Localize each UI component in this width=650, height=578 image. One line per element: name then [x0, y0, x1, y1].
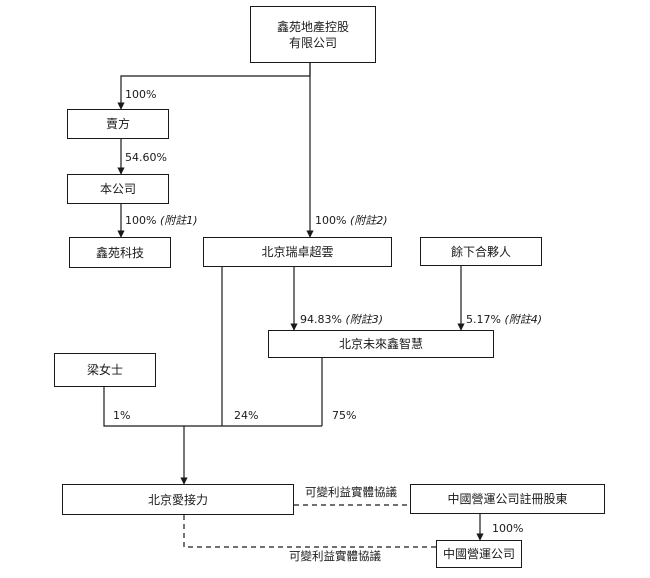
note: (附註2) — [349, 214, 388, 227]
entity-prc-opco: 中國營運公司 — [436, 540, 522, 568]
entity-registered-shareholders: 中國營運公司註冊股東 — [410, 484, 605, 514]
note: (附註4) — [504, 313, 543, 326]
label-partners-to-weilai: 5.17% (附註4) — [466, 313, 542, 326]
label-shareholders-to-opco: 100% — [492, 522, 524, 535]
pct: 100% — [315, 214, 347, 227]
label-ruizhuo-to-weilai: 94.83% (附註3) — [300, 313, 383, 326]
contractual-line-lower — [183, 515, 436, 548]
label-weilai-to-aijieli: 75% — [332, 409, 357, 422]
label-ruizhuo-to-aijieli: 24% — [234, 409, 259, 422]
edge-liang-to-aijieli — [103, 387, 322, 427]
label-contractual-lower: 可變利益實體協議 — [289, 549, 381, 563]
label-company-to-tech: 100% (附註1) — [125, 214, 198, 227]
entity-weilai: 北京未來鑫智慧 — [268, 330, 494, 358]
pct: 100% — [125, 214, 157, 227]
entity-ruizhuo: 北京瑞卓超雲 — [203, 237, 392, 267]
entity-remaining-partners: 餘下合夥人 — [420, 237, 542, 266]
entity-parent: 鑫苑地產控股 有限公司 — [250, 6, 376, 63]
label-seller-to-company: 54.60% — [125, 151, 167, 164]
pct: 5.17% — [466, 313, 501, 326]
label-parent-to-ruizhuo: 100% (附註2) — [315, 214, 388, 227]
entity-company: 本公司 — [67, 174, 169, 204]
pct: 100% — [125, 88, 157, 101]
entity-ms-liang: 梁女士 — [54, 353, 156, 387]
edge-parent-to-seller — [117, 63, 311, 110]
label-liang-to-aijieli: 1% — [113, 409, 131, 422]
entity-aijieli: 北京愛接力 — [62, 484, 294, 515]
entity-seller: 賣方 — [67, 109, 169, 139]
note: (附註1) — [159, 214, 198, 227]
pct: 54.60% — [125, 151, 167, 164]
pct: 94.83% — [300, 313, 342, 326]
label-parent-to-seller: 100% — [125, 88, 156, 101]
entity-xinyuan-tech: 鑫苑科技 — [69, 237, 171, 268]
note: (附註3) — [345, 313, 384, 326]
label-contractual-upper: 可變利益實體協議 — [305, 485, 397, 499]
